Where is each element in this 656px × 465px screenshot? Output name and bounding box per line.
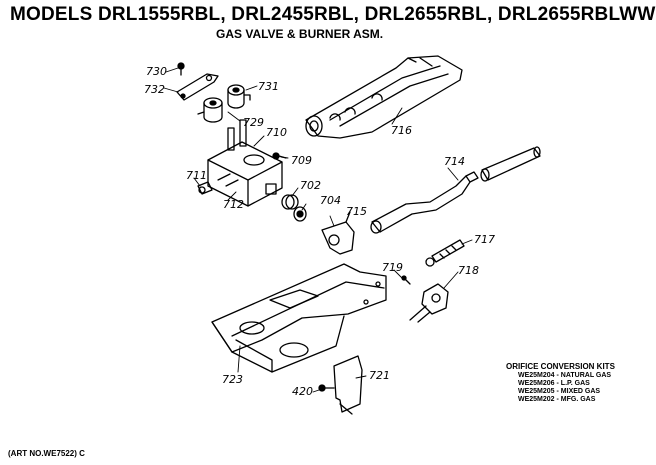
orifice-kit-row: WE25M206 - L.P. GAS [518, 380, 590, 387]
callout-723: 723 [222, 373, 243, 386]
callout-712: 712 [223, 198, 244, 211]
orifice-kit-row: WE25M202 - MFG. GAS [518, 396, 596, 403]
callout-730: 730 [146, 65, 167, 78]
page-title: MODELS DRL1555RBL, DRL2455RBL, DRL2655RB… [10, 4, 656, 25]
orifice-kits-title: ORIFICE CONVERSION KITS [506, 362, 615, 371]
part-719-screw [401, 275, 411, 285]
leader-lines [163, 67, 473, 393]
part-manifold-pipe [480, 146, 541, 182]
part-731-coil [227, 84, 251, 109]
callout-718: 718 [458, 264, 479, 277]
part-718-igniter [409, 283, 449, 323]
part-732-bracket [176, 73, 219, 101]
part-712-gas-valve [207, 119, 283, 207]
part-730-screw [177, 62, 185, 76]
callout-710: 710 [266, 126, 287, 139]
part-716-burner [305, 55, 463, 139]
callout-704: 704 [320, 194, 341, 207]
callout-721: 721 [369, 369, 390, 382]
part-420-screw [318, 384, 335, 392]
part-704-nut [293, 206, 307, 222]
callout-716: 716 [391, 124, 412, 137]
callout-729: 729 [243, 116, 264, 129]
callout-732: 732 [144, 83, 165, 96]
callout-714: 714 [444, 155, 465, 168]
part-717-screw [425, 239, 465, 267]
callout-711: 711 [186, 169, 207, 182]
part-714-burner-tube [370, 171, 479, 234]
part-702-orifice [281, 194, 299, 210]
part-721-shield [333, 355, 363, 415]
art-number: (ART NO.WE7522) C [8, 449, 85, 458]
part-711-fitting [197, 181, 213, 195]
part-715-orifice-holder [321, 211, 355, 255]
callout-731: 731 [258, 80, 279, 93]
part-709-screw [272, 152, 287, 160]
callout-717: 717 [474, 233, 495, 246]
part-729-coil [197, 97, 223, 123]
callout-702: 702 [300, 179, 321, 192]
page-subtitle: GAS VALVE & BURNER ASM. [216, 27, 384, 41]
orifice-kit-row: WE25M204 - NATURAL GAS [518, 372, 612, 379]
part-723-burner-bracket [211, 263, 387, 373]
orifice-kit-row: WE25M205 - MIXED GAS [518, 388, 601, 395]
callout-420: 420 [292, 385, 313, 398]
callout-719: 719 [382, 261, 403, 274]
orifice-conversion-kits: ORIFICE CONVERSION KITS WE25M204 - NATUR… [500, 363, 650, 404]
callout-715: 715 [346, 205, 367, 218]
callout-709: 709 [291, 154, 312, 167]
